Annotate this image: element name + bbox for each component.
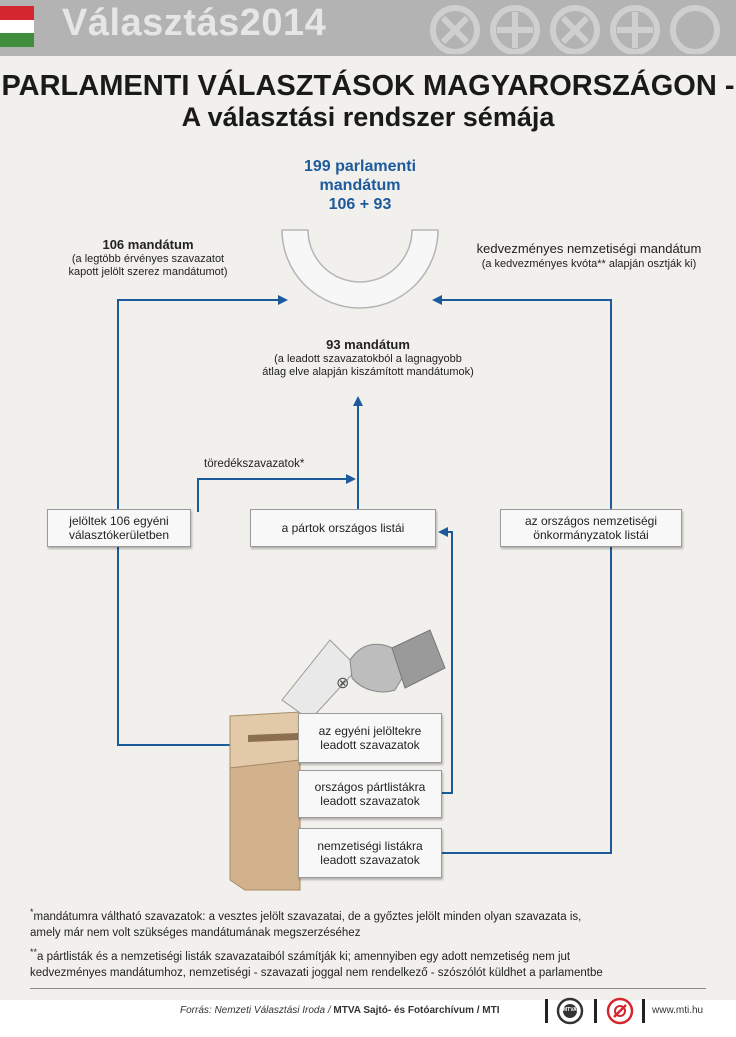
candidates-box-line1: jelöltek 106 egyéni: [69, 514, 169, 528]
nationality-lists-box-line2: önkormányzatok listái: [533, 528, 649, 542]
parliament-total-label: 199 parlamenti mandátum 106 + 93: [260, 157, 460, 214]
single-member-mandates-desc2: kapott jelölt szerez mandátumot): [68, 266, 228, 278]
nationality-mandate-title: kedvezményes nemzetiségi mandátum: [476, 241, 702, 256]
footer-divider-2: [594, 999, 597, 1023]
connector-nationality-to-parliament: [440, 299, 612, 512]
footnote-2-line1: a pártlisták és a nemzetiségi listák sza…: [37, 950, 571, 963]
parliament-line2: mandátum: [319, 177, 401, 194]
party-votes-line1: országos pártlistákra: [314, 780, 426, 794]
footnote-1-line2: amely már nem volt szükséges mandátumána…: [30, 926, 361, 939]
flag-white-stripe: [0, 20, 34, 33]
flag-green-stripe: [0, 33, 34, 47]
party-votes-box: országos pártlistákra leadott szavazatok: [298, 770, 442, 818]
infographic-panel: Választás2014 PARLAMENTI VÁLASZTÁSOK: [0, 0, 736, 1000]
individual-votes-line2: leadott szavazatok: [320, 738, 420, 752]
parliament-hemicycle: [281, 229, 439, 309]
fragment-votes-label: töredékszavazatok*: [204, 458, 305, 470]
party-lists-box-label: a pártok országos listái: [281, 521, 405, 535]
mtva-logo-text: MTVA: [563, 1007, 577, 1013]
nationality-votes-box: nemzetiségi listákra leadott szavazatok: [298, 828, 442, 878]
connector-fragment-votes: [197, 478, 348, 512]
arrow-to-party-lists: [438, 527, 448, 537]
connector-candidates-to-parliament: [117, 299, 280, 512]
list-mandates-title: 93 mandátum: [326, 337, 410, 352]
connector-nationality-votes-to-lists: [440, 545, 612, 854]
mti-logo: [606, 997, 634, 1025]
footnote-2-line2: kedvezményes mandátumhoz, nemzetiségi - …: [30, 966, 603, 979]
nationality-votes-line2: leadott szavazatok: [320, 853, 420, 867]
footer-divider-1: [545, 999, 548, 1023]
arrow-left-to-parliament: [278, 295, 288, 305]
nationality-lists-box: az országos nemzetiségi önkormányzatok l…: [500, 509, 682, 547]
footnote-2: **a pártlisták és a nemzetiségi listák s…: [30, 944, 603, 981]
individual-votes-line1: az egyéni jelöltekre: [318, 724, 422, 738]
mtva-logo: MTVA: [556, 997, 584, 1025]
connector-party-votes-to-lists: [440, 531, 453, 794]
party-lists-box: a pártok országos listái: [250, 509, 436, 547]
flag-red-stripe: [0, 6, 34, 20]
mti-url-link[interactable]: www.mti.hu: [652, 1005, 704, 1016]
single-member-mandates-desc1: (a legtöbb érvényes szavazatot: [71, 253, 225, 265]
source-prefix: Forrás: Nemzeti Választási Iroda /: [180, 1005, 331, 1016]
arrow-fragment: [346, 474, 356, 484]
footnote-1: *mandátumra váltható szavazatok: a veszt…: [30, 904, 581, 941]
nationality-lists-box-line1: az országos nemzetiségi: [524, 514, 658, 528]
arrow-up-to-93: [353, 396, 363, 406]
candidates-box: jelöltek 106 egyéni választókerületben: [47, 509, 191, 547]
nationality-mandate-desc: (a kedvezményes kvóta** alapján osztják …: [481, 258, 697, 270]
svg-text:⊗: ⊗: [336, 675, 349, 692]
party-votes-line2: leadott szavazatok: [320, 794, 420, 808]
individual-votes-box: az egyéni jelöltekre leadott szavazatok: [298, 713, 442, 763]
footer-separator: [30, 988, 706, 989]
list-mandates-desc1: (a leadott szavazatokból a lagnagyobb: [274, 353, 462, 365]
footer-divider-3: [642, 999, 645, 1023]
footnote-2-marker: **: [30, 947, 38, 957]
nationality-votes-line1: nemzetiségi listákra: [317, 839, 423, 853]
main-subtitle: A választási rendszer sémája: [181, 102, 555, 132]
footer: Forrás: Nemzeti Választási Iroda / MTVA …: [0, 991, 736, 1033]
parliament-line3: 106 + 93: [328, 196, 392, 213]
source-agency: MTVA Sajtó- és Fotóarchívum / MTI: [333, 1005, 500, 1016]
footnote-1-marker: *: [30, 907, 34, 917]
nationality-mandate-block: kedvezményes nemzetiségi mandátum (a ked…: [448, 241, 730, 271]
single-member-mandates-block: 106 mandátum (a legtöbb érvényes szavaza…: [38, 237, 258, 279]
list-mandates-desc2: átlag elve alapján kiszámított mandátumo…: [262, 366, 474, 378]
arrow-right-to-parliament: [432, 295, 442, 305]
header-banner: Választás2014: [0, 0, 736, 56]
candidates-box-line2: választókerületben: [68, 528, 170, 542]
ballot-symbols-decoration: [430, 5, 720, 54]
main-title: PARLAMENTI VÁLASZTÁSOK MAGYARORSZÁGON -: [1, 70, 735, 102]
flow-connectors: ⊗: [117, 229, 612, 891]
single-member-mandates-title: 106 mandátum: [102, 237, 194, 252]
list-mandates-block: 93 mandátum (a leadott szavazatokból a l…: [238, 337, 498, 379]
parliament-line1: 199 parlamenti: [303, 158, 417, 175]
footnote-1-line1: mandátumra váltható szavazatok: a veszte…: [33, 910, 582, 923]
source-credit: Forrás: Nemzeti Választási Iroda / MTVA …: [180, 1005, 500, 1016]
banner-title: Választás2014: [62, 2, 327, 44]
